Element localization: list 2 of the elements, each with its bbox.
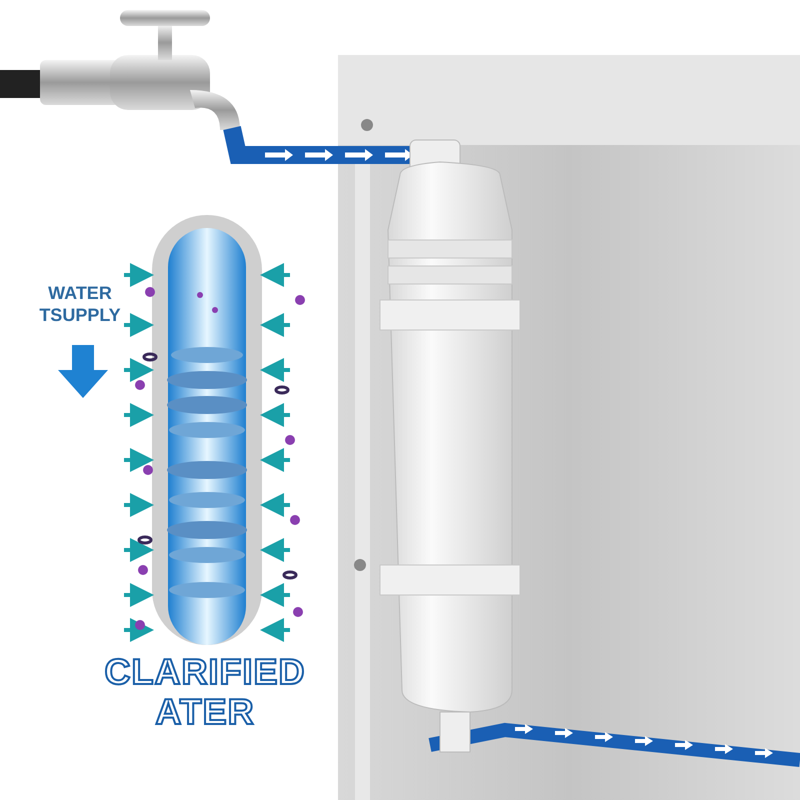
clarified-water-label: CLARIFIED ATER <box>104 652 306 732</box>
water-supply-label: WATER TSUPPLY <box>38 282 122 326</box>
